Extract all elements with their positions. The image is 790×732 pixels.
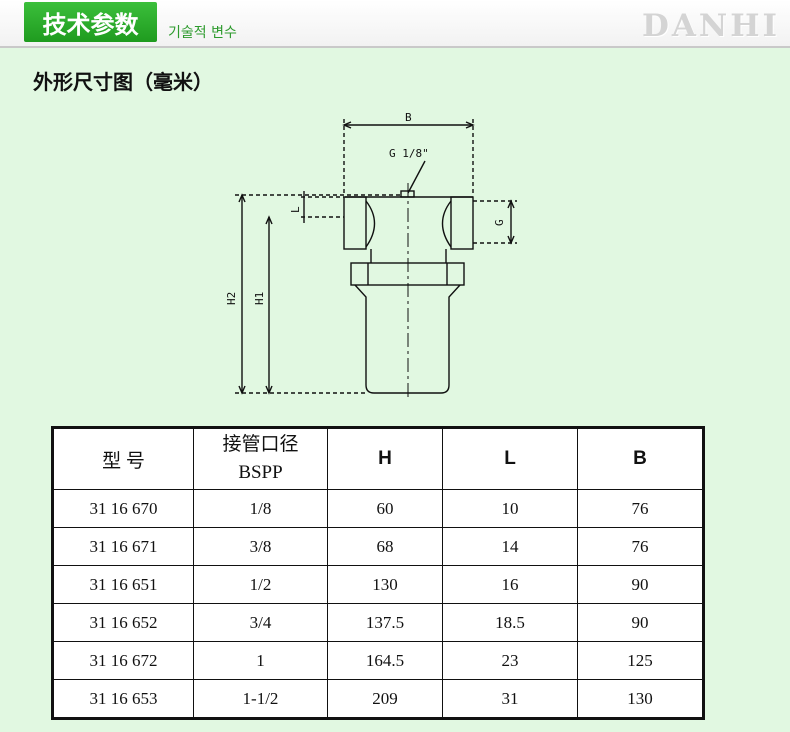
cell-port: 3/4	[193, 603, 328, 642]
table-row: 31 16 651 1/2 130 16 90	[52, 565, 704, 604]
cell-model: 31 16 670	[52, 489, 194, 528]
table-row: 31 16 670 1/8 60 10 76	[52, 489, 704, 528]
label-h2: H2	[225, 292, 238, 305]
header-port: 接管口径 BSPP	[193, 427, 328, 490]
label-h1: H1	[253, 292, 266, 305]
cell-h: 164.5	[327, 641, 443, 680]
cell-l: 10	[442, 489, 578, 528]
cell-l: 31	[442, 679, 578, 719]
label-l: L	[289, 206, 302, 213]
cell-h: 60	[327, 489, 443, 528]
cell-model: 31 16 652	[52, 603, 194, 642]
cell-l: 16	[442, 565, 578, 604]
cell-b: 90	[577, 603, 704, 642]
cell-port: 1/2	[193, 565, 328, 604]
header-h: H	[327, 427, 443, 490]
table-row: 31 16 653 1-1/2 209 31 130	[52, 679, 704, 719]
header-tab-title: 技术参数	[24, 2, 157, 42]
table-row: 31 16 671 3/8 68 14 76	[52, 527, 704, 566]
cell-l: 18.5	[442, 603, 578, 642]
cell-l: 14	[442, 527, 578, 566]
header-subtitle: 기술적 변수	[168, 25, 237, 41]
table-row: 31 16 652 3/4 137.5 18.5 90	[52, 603, 704, 642]
header-model: 型 号	[52, 427, 194, 490]
page-header: 技术参数 기술적 변수 DANHI	[0, 0, 790, 48]
cell-b: 90	[577, 565, 704, 604]
header-port-line2: BSPP	[238, 462, 283, 483]
cell-h: 130	[327, 565, 443, 604]
cell-l: 23	[442, 641, 578, 680]
cell-b: 125	[577, 641, 704, 680]
cell-model: 31 16 671	[52, 527, 194, 566]
cell-b: 76	[577, 489, 704, 528]
section-title: 外形尺寸图（毫米）	[33, 70, 213, 94]
cell-h: 68	[327, 527, 443, 566]
header-b: B	[577, 427, 704, 490]
brand-logo: DANHI	[641, 8, 780, 44]
cell-b: 130	[577, 679, 704, 719]
spec-table: 型 号 接管口径 BSPP H L B 31 16 670 1/8 60 10 …	[51, 426, 705, 720]
cell-port: 3/8	[193, 527, 328, 566]
cell-port: 1-1/2	[193, 679, 328, 719]
cell-b: 76	[577, 527, 704, 566]
cell-model: 31 16 672	[52, 641, 194, 680]
cell-port: 1	[193, 641, 328, 680]
table-header-row: 型 号 接管口径 BSPP H L B	[52, 427, 704, 490]
label-g-fitting: G 1/8"	[389, 147, 429, 160]
label-g: G	[493, 219, 506, 226]
table-row: 31 16 672 1 164.5 23 125	[52, 641, 704, 680]
cell-h: 209	[327, 679, 443, 719]
cell-model: 31 16 651	[52, 565, 194, 604]
cell-port: 1/8	[193, 489, 328, 528]
header-l: L	[442, 427, 578, 490]
cell-h: 137.5	[327, 603, 443, 642]
cell-model: 31 16 653	[52, 679, 194, 719]
label-b: B	[405, 111, 412, 124]
dimension-drawing: B G 1/8" H2 H1 L G	[225, 111, 517, 397]
header-port-line1: 接管口径	[222, 434, 299, 455]
